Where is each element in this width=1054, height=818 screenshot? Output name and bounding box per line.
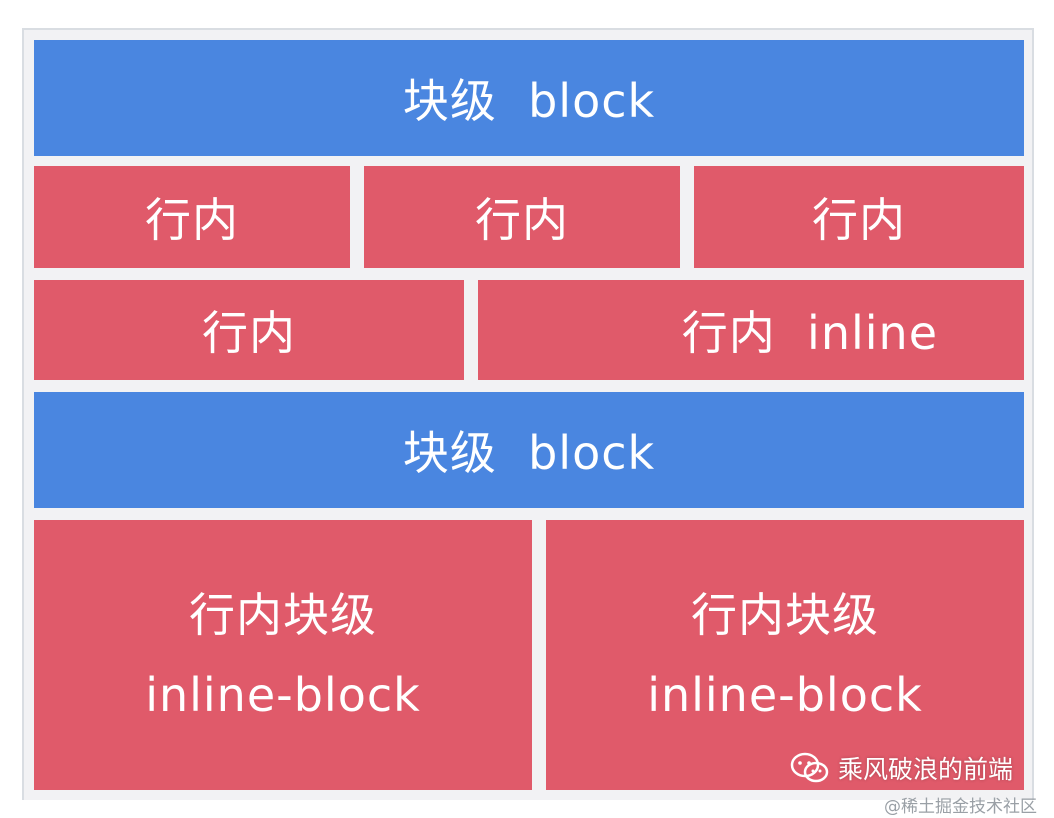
inline-label: 行内 inline: [681, 306, 938, 360]
block-box-top: 块级 block: [34, 40, 1024, 156]
wechat-icon: [790, 752, 829, 783]
block-box-middle: 块级 block: [34, 392, 1024, 508]
wechat-watermark: 乘风破浪的前端: [790, 750, 1013, 786]
inline-block-label-cn: 行内块级: [189, 587, 377, 642]
site-watermark: @稀土掘金技术社区: [884, 797, 1037, 817]
block-label: 块级 block: [402, 426, 656, 480]
inline-box: 行内: [694, 166, 1024, 268]
inline-block-label-cn: 行内块级: [691, 587, 879, 642]
inline-block-box: 行内块级 inline-block: [546, 520, 1024, 790]
inline-box: 行内: [34, 280, 464, 380]
block-label: 块级 block: [402, 74, 656, 128]
inline-label: 行内: [145, 193, 239, 247]
inline-block-label-en: inline-block: [145, 668, 421, 722]
inline-block-label-en: inline-block: [647, 668, 923, 722]
inline-label: 行内: [475, 193, 569, 247]
inline-block-box: 行内块级 inline-block: [34, 520, 532, 790]
inline-label: 行内: [812, 193, 906, 247]
inline-box-labeled: 行内 inline: [478, 280, 1024, 380]
watermark-text: 乘风破浪的前端: [838, 755, 1014, 784]
inline-box: 行内: [364, 166, 680, 268]
inline-label: 行内: [202, 306, 296, 360]
inline-box: 行内: [34, 166, 350, 268]
